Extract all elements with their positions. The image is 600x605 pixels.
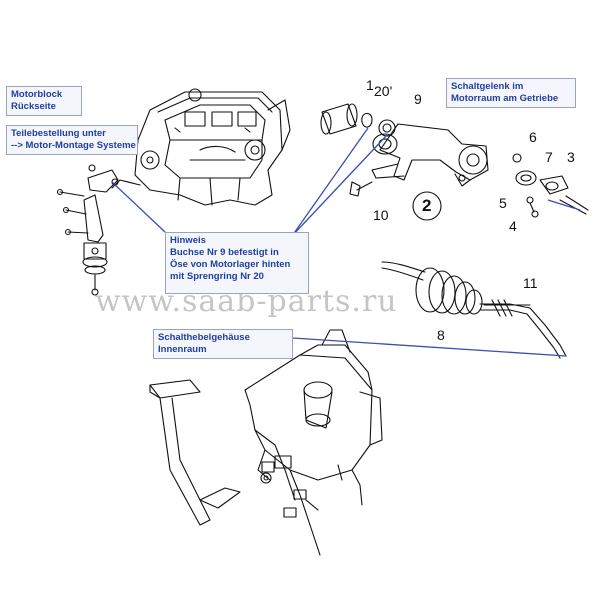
leader-lines bbox=[111, 127, 581, 357]
callout-motorblock-line2: Rückseite bbox=[11, 101, 56, 112]
part-number-7: 7 bbox=[545, 149, 553, 165]
part-number-1: 1 bbox=[366, 77, 374, 93]
part-number-6: 6 bbox=[529, 129, 537, 145]
engine-mount-illustration bbox=[56, 164, 119, 296]
leader-schalthebel-cable bbox=[292, 337, 567, 357]
shift-boot-illustration bbox=[381, 261, 567, 359]
callout-schaltgelenk-line1: Schaltgelenk im bbox=[451, 81, 524, 92]
engine-block-illustration bbox=[111, 88, 291, 206]
part-number-10: 10 bbox=[373, 207, 389, 223]
part-number-20: 20' bbox=[374, 83, 393, 99]
selector-joint-illustration bbox=[320, 103, 589, 221]
leader-hinweis-mount bbox=[111, 181, 166, 233]
part-number-4: 4 bbox=[509, 218, 517, 234]
part-number-9: 9 bbox=[414, 91, 422, 107]
shifter-housing-illustration bbox=[149, 329, 383, 556]
callout-hinweis-line1: Buchse Nr 9 befestigt in bbox=[170, 247, 279, 258]
leader-part-3 bbox=[547, 199, 581, 211]
callout-teilebestellung-line2: --> Motor-Montage Systeme bbox=[11, 140, 136, 151]
callout-motorblock: Motorblock Rückseite bbox=[6, 86, 82, 116]
callout-hinweis: Hinweis Buchse Nr 9 befestigt in Öse von… bbox=[165, 232, 309, 294]
leader-hinweis-bushing-1 bbox=[291, 127, 369, 237]
callout-teilebestellung: Teilebestellung unter --> Motor-Montage … bbox=[6, 125, 138, 155]
callout-teilebestellung-line1: Teilebestellung unter bbox=[11, 128, 106, 139]
callout-hinweis-line3: mit Sprengring Nr 20 bbox=[170, 271, 264, 282]
part-number-8: 8 bbox=[437, 327, 445, 343]
callout-schalthebel: Schalthebelgehäuse Innenraum bbox=[153, 329, 293, 359]
callout-schalthebel-line1: Schalthebelgehäuse bbox=[158, 332, 250, 343]
callout-hinweis-line2: Öse von Motorlager hinten bbox=[170, 259, 291, 270]
leader-hinweis-bushing-2 bbox=[291, 133, 389, 237]
part-number-2: 2 bbox=[422, 196, 432, 215]
callout-motorblock-line1: Motorblock bbox=[11, 89, 63, 100]
callout-schaltgelenk: Schaltgelenk im Motorraum am Getriebe bbox=[446, 78, 576, 108]
part-number-11: 11 bbox=[523, 275, 538, 291]
callout-schaltgelenk-line2: Motorraum am Getriebe bbox=[451, 93, 559, 104]
callout-schalthebel-line2: Innenraum bbox=[158, 344, 207, 355]
callout-hinweis-title: Hinweis bbox=[170, 235, 206, 246]
part-number-5: 5 bbox=[499, 195, 507, 211]
part-number-3: 3 bbox=[567, 149, 575, 165]
